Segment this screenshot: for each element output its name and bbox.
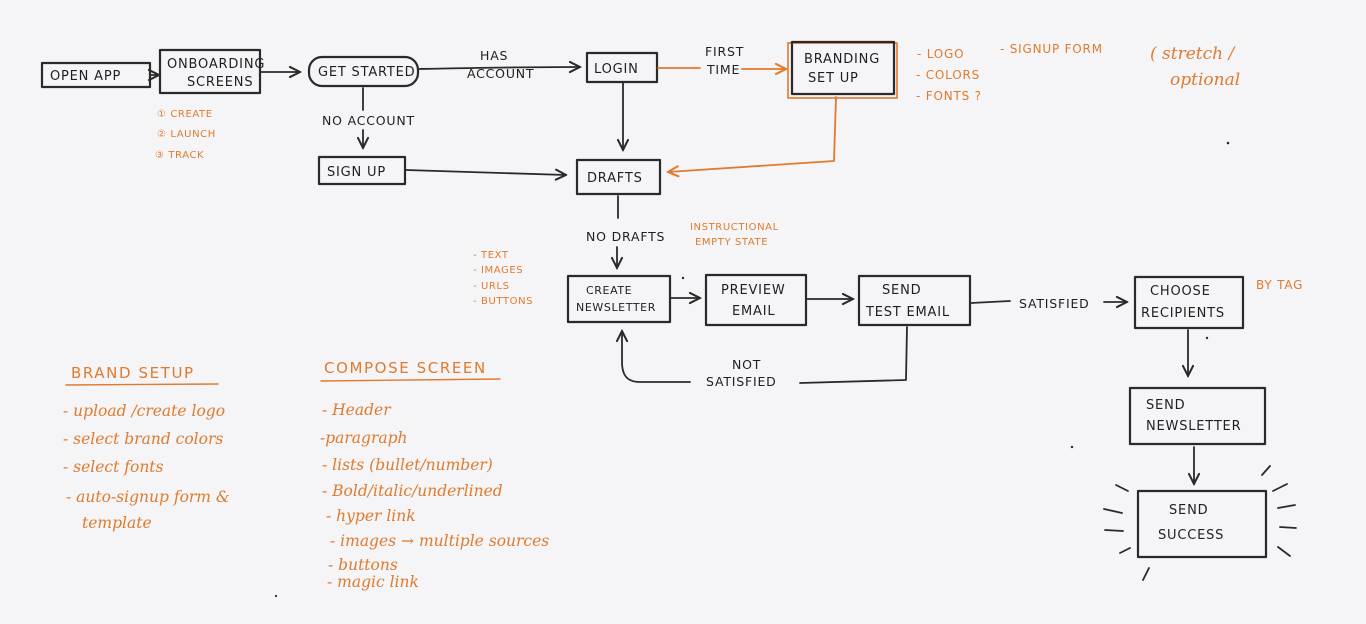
svg-text:SEND: SEND xyxy=(1169,503,1208,518)
brand-setup-item: - upload /create logo xyxy=(63,402,225,420)
svg-text:INSTRUCTIONAL: INSTRUCTIONAL xyxy=(690,222,779,233)
node-get-started: GET STARTED xyxy=(307,55,420,88)
svg-text:② LAUNCH: ② LAUNCH xyxy=(157,129,216,140)
svg-text:SIGN UP: SIGN UP xyxy=(327,165,386,180)
svg-text:- IMAGES: - IMAGES xyxy=(473,265,523,276)
branding-items-note: - LOGO - COLORS - FONTS ? xyxy=(916,47,982,103)
compose-item: - hyper link xyxy=(326,507,416,525)
svg-text:EMPTY STATE: EMPTY STATE xyxy=(695,237,768,248)
compose-item: - magic link xyxy=(327,573,419,591)
instructional-empty-state-note: INSTRUCTIONAL EMPTY STATE xyxy=(690,222,779,248)
svg-text:LOGIN: LOGIN xyxy=(594,62,639,77)
onboarding-steps-note: ① CREATE ② LAUNCH ③ TRACK xyxy=(155,109,216,161)
node-choose-recipients: CHOOSE RECIPIENTS xyxy=(1133,275,1245,330)
stretch-note-1: ( stretch / xyxy=(1150,44,1236,64)
svg-text:BRANDING: BRANDING xyxy=(804,52,880,67)
brand-setup-item: - select fonts xyxy=(63,458,164,476)
edges xyxy=(150,67,1194,484)
svg-text:OPEN APP: OPEN APP xyxy=(50,69,121,84)
brand-setup-item: - select brand colors xyxy=(63,430,223,448)
label-satisfied: SATISFIED xyxy=(1019,296,1090,311)
svg-text:① CREATE: ① CREATE xyxy=(157,109,213,120)
label-first-time-2: TIME xyxy=(706,62,740,77)
label-not-satisfied-2: SATISFIED xyxy=(706,374,777,389)
node-open-app: OPEN APP xyxy=(40,61,152,89)
node-branding-setup: BRANDING SET UP xyxy=(787,40,898,99)
create-items-note: - TEXT - IMAGES - URLS - BUTTONS xyxy=(473,250,533,307)
stretch-note-2: optional xyxy=(1170,70,1240,90)
svg-text:- LOGO: - LOGO xyxy=(917,47,964,61)
svg-text:SEND: SEND xyxy=(882,283,921,298)
svg-text:SCREENS: SCREENS xyxy=(187,75,253,90)
by-tag-note: BY TAG xyxy=(1256,278,1303,292)
signup-form-note: - SIGNUP FORM xyxy=(1000,42,1103,56)
node-login: LOGIN xyxy=(585,51,659,84)
compose-item: - Header xyxy=(322,401,392,419)
brand-setup-item: template xyxy=(82,514,152,532)
label-first-time-1: FIRST xyxy=(705,44,744,59)
node-preview-email: PREVIEW EMAIL xyxy=(704,273,808,327)
svg-text:PREVIEW: PREVIEW xyxy=(721,283,785,298)
node-drafts: DRAFTS xyxy=(575,158,662,196)
node-send-success: SEND SUCCESS xyxy=(1136,489,1268,559)
brand-setup-list: BRAND SETUP - upload /create logo - sele… xyxy=(63,364,230,532)
svg-text:EMAIL: EMAIL xyxy=(732,304,775,319)
svg-text:RECIPIENTS: RECIPIENTS xyxy=(1141,306,1225,321)
compose-screen-list: COMPOSE SCREEN - Header -paragraph - lis… xyxy=(320,359,549,591)
compose-item: - lists (bullet/number) xyxy=(322,456,493,474)
compose-item: -paragraph xyxy=(320,429,408,447)
brand-setup-title: BRAND SETUP xyxy=(71,364,195,382)
compose-item: - Bold/italic/underlined xyxy=(322,482,503,500)
node-create-newsletter: CREATE NEWSLETTER xyxy=(566,274,672,324)
svg-text:GET STARTED: GET STARTED xyxy=(318,65,416,80)
svg-text:CHOOSE: CHOOSE xyxy=(1150,284,1211,299)
label-has-account-1: HAS xyxy=(480,48,508,63)
svg-text:SEND: SEND xyxy=(1146,398,1185,413)
svg-text:NEWSLETTER: NEWSLETTER xyxy=(1146,419,1241,434)
node-sign-up: SIGN UP xyxy=(317,155,407,186)
compose-item: - buttons xyxy=(328,556,398,574)
node-onboarding-screens: ONBOARDING SCREENS xyxy=(158,48,265,95)
svg-text:- BUTTONS: - BUTTONS xyxy=(473,296,533,307)
svg-text:NEWSLETTER: NEWSLETTER xyxy=(576,301,656,314)
success-burst-marks xyxy=(1103,465,1297,581)
svg-text:CREATE: CREATE xyxy=(586,284,632,297)
label-not-satisfied-1: NOT xyxy=(732,357,761,372)
svg-text:DRAFTS: DRAFTS xyxy=(587,171,643,186)
svg-text:- URLS: - URLS xyxy=(473,281,510,292)
svg-text:ONBOARDING: ONBOARDING xyxy=(167,57,265,72)
svg-text:SUCCESS: SUCCESS xyxy=(1158,528,1224,543)
svg-text:- COLORS: - COLORS xyxy=(916,68,980,82)
brand-setup-item: - auto-signup form & xyxy=(66,488,230,506)
label-has-account-2: ACCOUNT xyxy=(467,66,534,81)
stray-dots xyxy=(274,141,1230,598)
compose-item: - images → multiple sources xyxy=(330,532,549,550)
svg-text:TEST EMAIL: TEST EMAIL xyxy=(865,305,950,320)
svg-text:SET UP: SET UP xyxy=(808,71,859,86)
node-send-newsletter: SEND NEWSLETTER xyxy=(1128,386,1267,446)
svg-text:- TEXT: - TEXT xyxy=(473,250,509,261)
svg-text:③ TRACK: ③ TRACK xyxy=(155,150,204,161)
svg-text:- FONTS ?: - FONTS ? xyxy=(916,89,982,103)
compose-screen-title: COMPOSE SCREEN xyxy=(324,359,487,377)
label-no-drafts: NO DRAFTS xyxy=(586,229,665,244)
node-send-test-email: SEND TEST EMAIL xyxy=(857,274,972,327)
label-no-account: NO ACCOUNT xyxy=(322,113,415,128)
